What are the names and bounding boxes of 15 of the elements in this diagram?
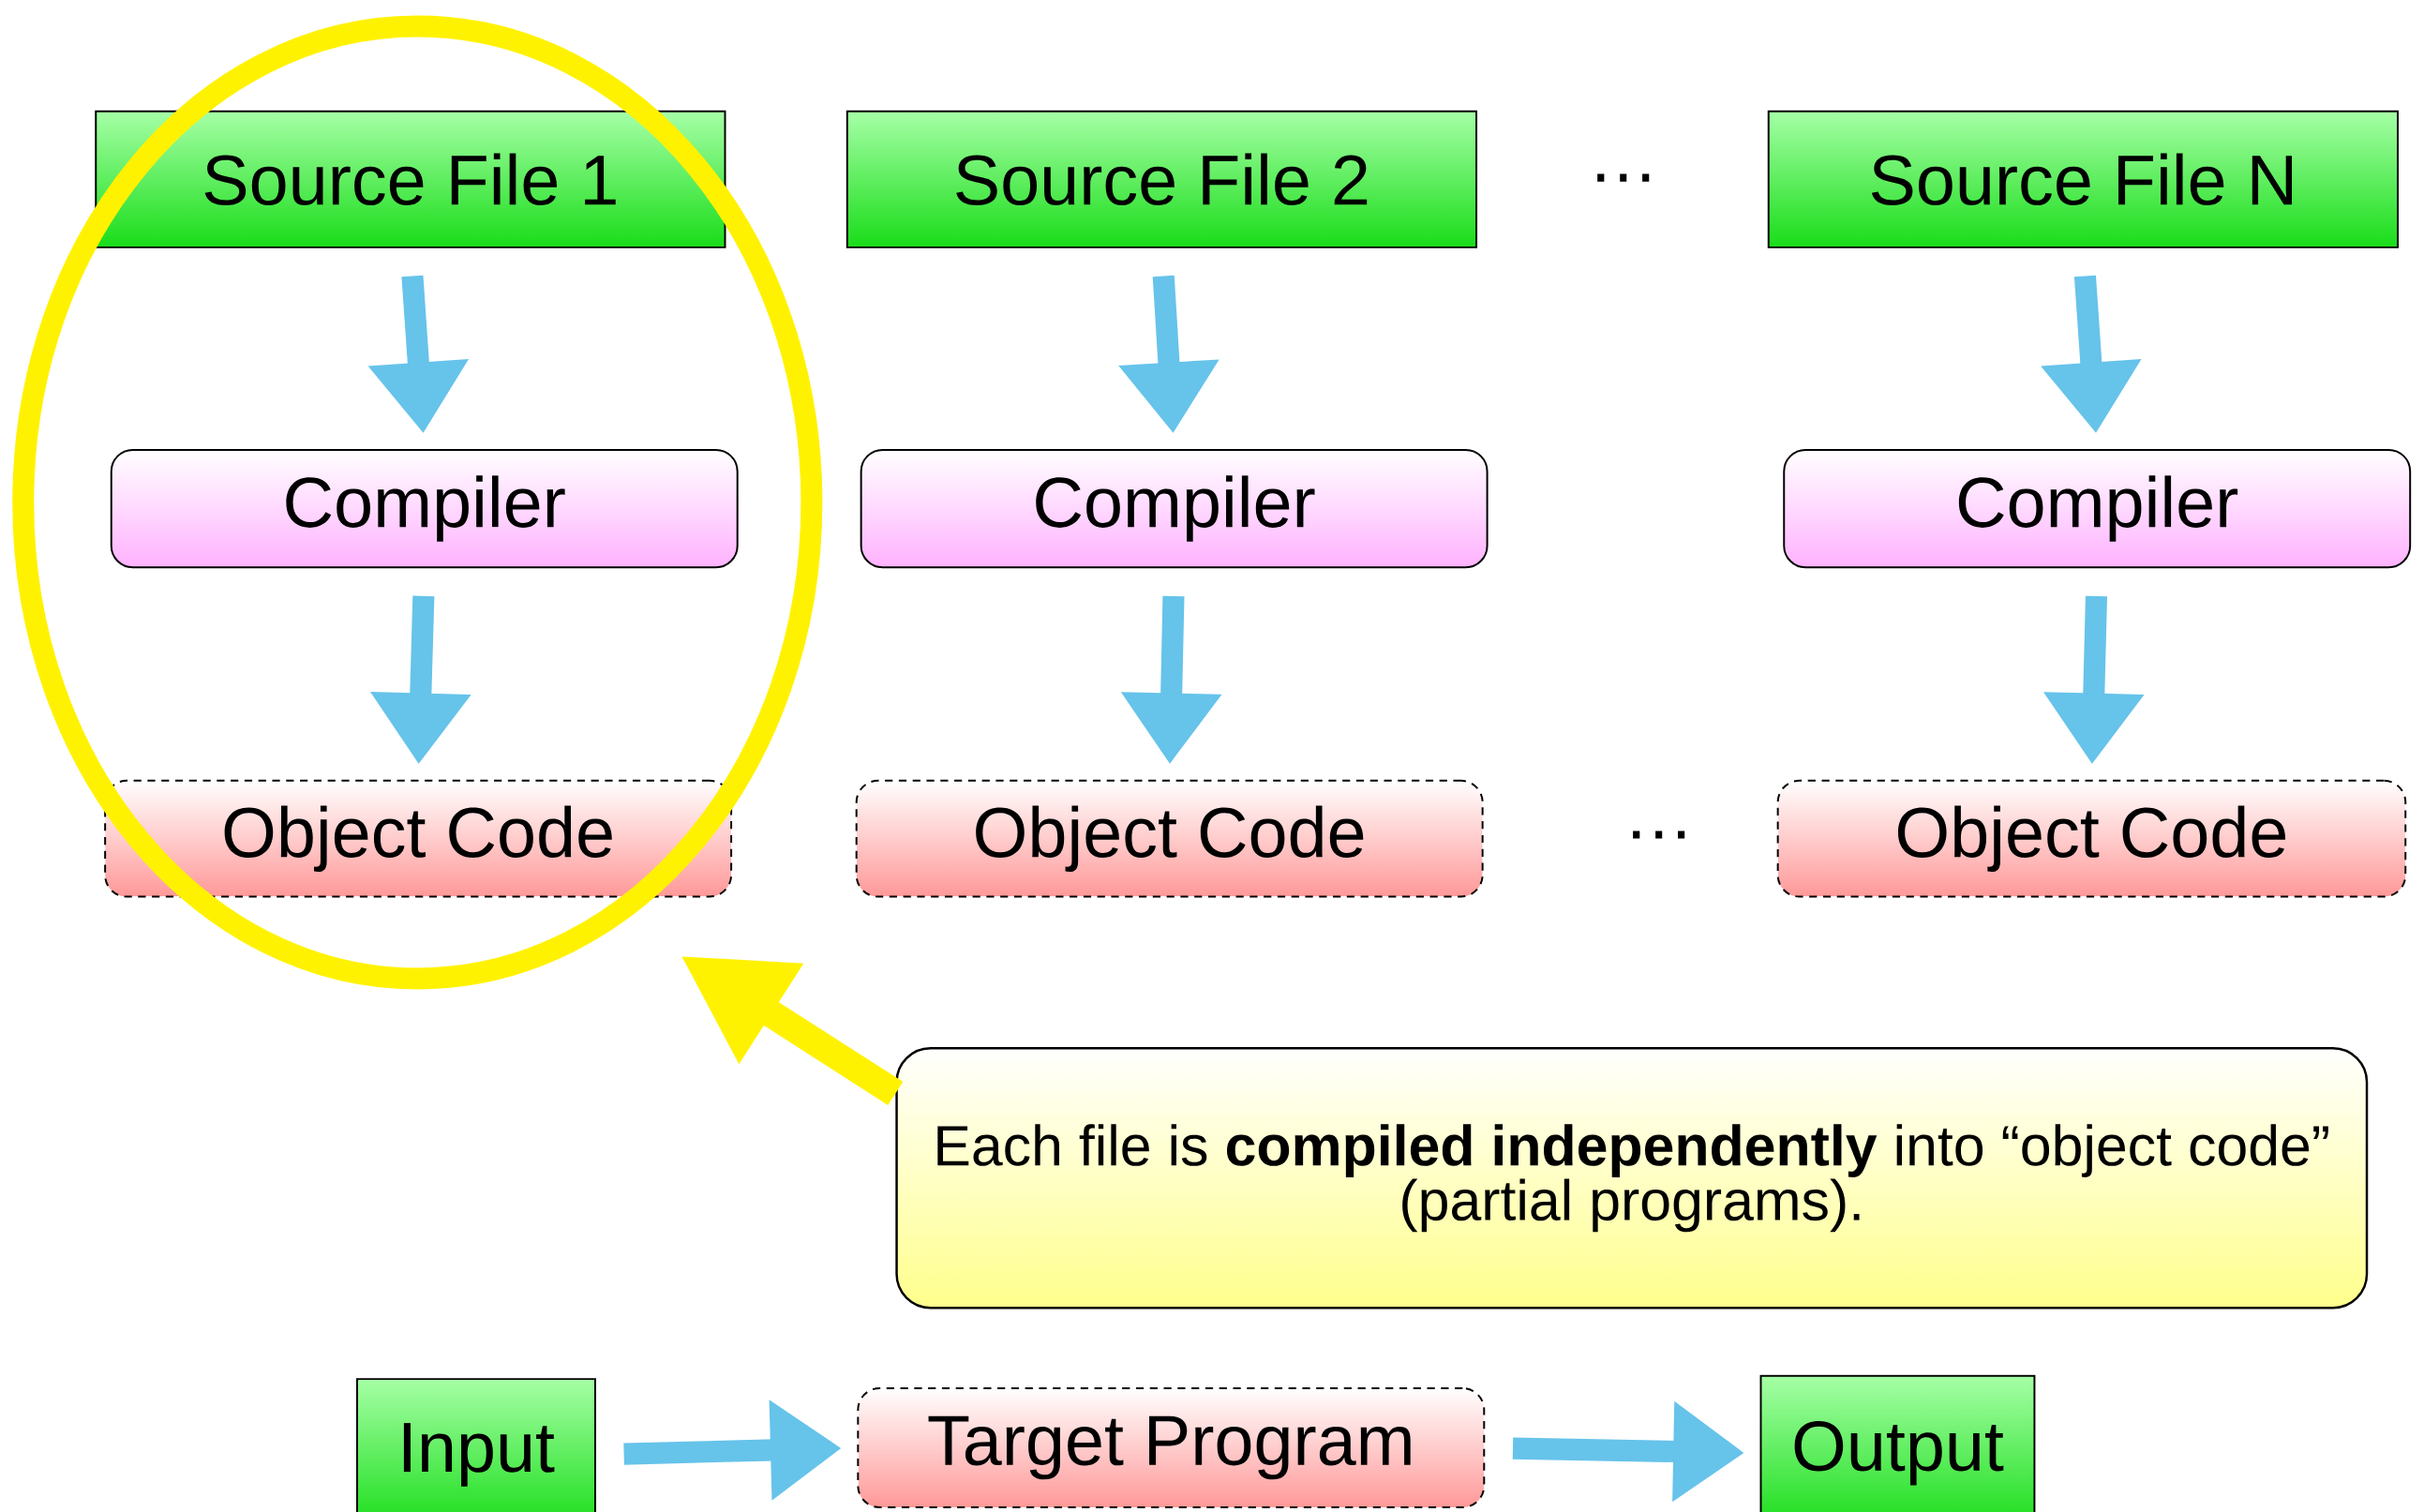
file-box: Input (356, 1378, 596, 1512)
object-code-box: Target Program (857, 1387, 1486, 1508)
compiler-box: Compiler (110, 448, 739, 569)
file-box: Source File N (1767, 110, 2399, 248)
compiler-box: Compiler (1783, 448, 2412, 569)
callout-box: Each file is compiled independently into “object code” (partial programs). (895, 1046, 2369, 1310)
file-box: Output (1759, 1374, 2036, 1512)
compiler-box: Compiler (860, 448, 1489, 569)
object-code-box: Object Code (855, 779, 1484, 898)
file-box: Source File 1 (95, 110, 726, 248)
object-code-box: Object Code (1776, 779, 2407, 898)
object-code-box: Object Code (104, 779, 733, 898)
ellipsis: … (1597, 173, 1650, 182)
file-box: Source File 2 (845, 110, 1478, 248)
ellipsis: … (1633, 831, 1685, 839)
